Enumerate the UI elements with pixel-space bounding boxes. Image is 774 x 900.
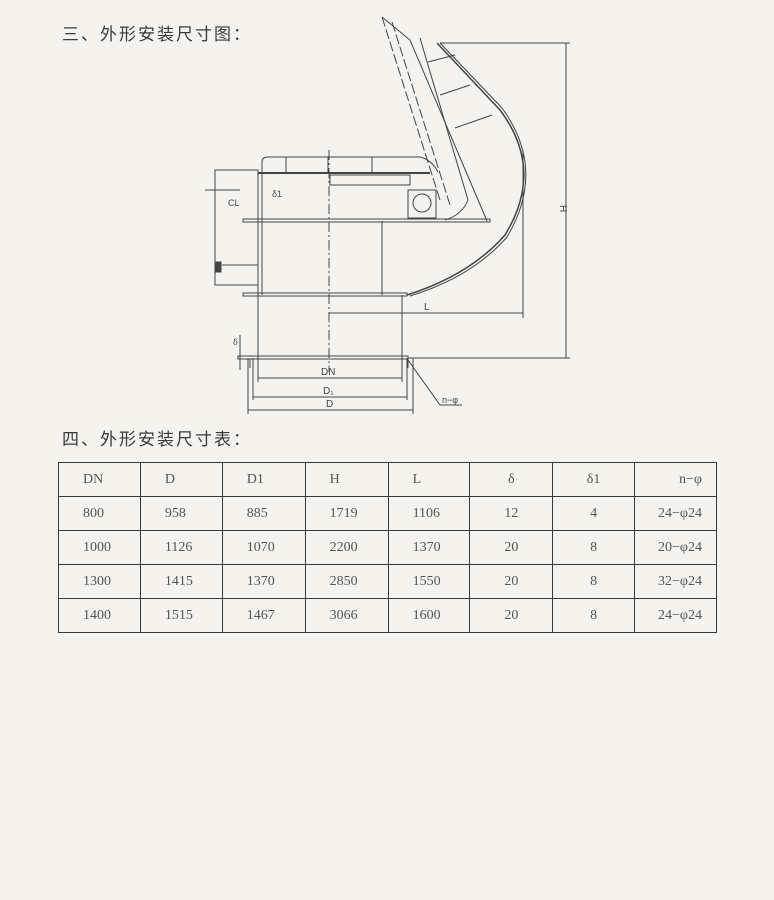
header-cell: DN	[58, 462, 141, 497]
cl-label: CL	[228, 198, 240, 208]
table-cell: 24−φ24	[633, 496, 718, 531]
table-cell: 12	[469, 496, 554, 531]
installation-dimension-drawing: CL δ1 H L δ DN D₁ D n−φ	[205, 16, 570, 414]
side-actuator	[214, 169, 259, 286]
table-cell: 1000	[58, 530, 141, 565]
upper-flange	[242, 218, 491, 223]
table-cell: 2200	[304, 530, 389, 565]
table-cell: 1300	[58, 564, 141, 599]
dn-label: DN	[321, 367, 335, 378]
table-cell: 1370	[387, 530, 471, 565]
l-label: L	[424, 302, 430, 313]
table-cell: 4	[552, 496, 635, 531]
delta1-label: δ1	[272, 189, 282, 199]
table-cell: 32−φ24	[633, 564, 718, 599]
table-cell: 3066	[304, 598, 389, 633]
table-cell: 1126	[139, 530, 223, 565]
table-cell: 1515	[139, 598, 223, 633]
table-cell: 24−φ24	[633, 598, 718, 633]
table-cell: 20	[469, 598, 554, 633]
table-cell: 1550	[387, 564, 471, 599]
delta-label: δ	[233, 338, 238, 347]
section-4-heading: 四、外形安装尺寸表：	[62, 430, 252, 450]
header-cell: D	[139, 462, 223, 497]
table-cell: 800	[58, 496, 141, 531]
table-cell: 958	[139, 496, 223, 531]
table-cell: 1415	[139, 564, 223, 599]
table-cell: 1719	[304, 496, 389, 531]
table-cell: 8	[552, 598, 635, 633]
table-cell: 8	[552, 530, 635, 565]
table-cell: 1370	[221, 564, 306, 599]
table-cell: 20−φ24	[633, 530, 718, 565]
hood-outer-curve	[406, 42, 525, 296]
table-cell: 20	[469, 564, 554, 599]
table-cell: 1600	[387, 598, 471, 633]
header-cell: L	[387, 462, 471, 497]
header-cell: δ	[469, 462, 554, 497]
table-cell: 885	[221, 496, 306, 531]
table-cell: 8	[552, 564, 635, 599]
n-phi-label: n−φ	[442, 395, 458, 405]
d1-label: D₁	[323, 386, 334, 397]
hinge	[412, 193, 432, 213]
table-cell: 1106	[387, 496, 471, 531]
d-label: D	[326, 399, 333, 410]
header-cell: n−φ	[633, 462, 718, 497]
table-cell: 1467	[221, 598, 306, 633]
top-housing	[261, 156, 439, 221]
table-cell: 1070	[221, 530, 306, 565]
table-cell: 2850	[304, 564, 389, 599]
header-cell: H	[304, 462, 389, 497]
h-label: H	[557, 205, 568, 212]
table-cell: 1400	[58, 598, 141, 633]
hood-cover	[381, 16, 488, 222]
header-cell: δ1	[552, 462, 635, 497]
header-cell: D1	[221, 462, 306, 497]
section-3-heading: 三、外形安装尺寸图：	[62, 25, 252, 45]
bottom-flange	[237, 355, 409, 360]
table-cell: 20	[469, 530, 554, 565]
